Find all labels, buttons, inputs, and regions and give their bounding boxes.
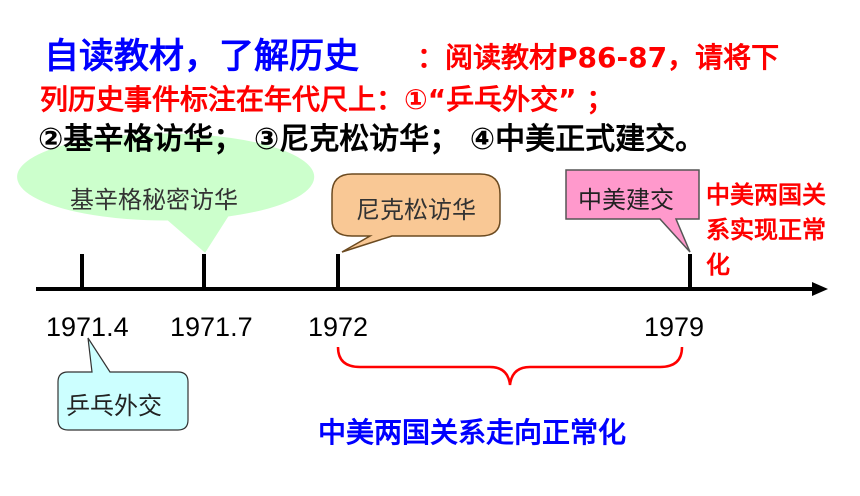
nixon-callout-text: 尼克松访华	[356, 196, 476, 224]
events-line: ②基辛格访华； ③尼克松访华； ④中美正式建交。	[38, 122, 706, 157]
year-label-1971-4: 1971.4	[46, 312, 129, 342]
establish-callout-shape	[565, 169, 700, 253]
nixon-callout-shape	[331, 173, 501, 253]
instruction-line-1: ：阅读教材P86-87，请将下	[417, 41, 780, 74]
kissinger-callout-text: 基辛格秘密访华	[70, 186, 238, 214]
normalization-note: 中美两国关系实现正常化	[706, 181, 826, 279]
kissinger-callout-shape	[17, 133, 315, 253]
axis-arrow-icon	[812, 282, 828, 296]
pingpong-callout-text: 乒乓外交	[66, 392, 162, 420]
summary-text: 中美两国关系走向正常化	[318, 416, 627, 449]
establish-callout-text: 中美建交	[578, 186, 674, 214]
pingpong-callout-shape	[57, 337, 189, 431]
instruction-line-2: 列历史事件标注在年代尺上：①“乒乓外交” ；	[40, 83, 615, 116]
year-label-1971-7: 1971.7	[170, 312, 253, 342]
year-label-1979: 1979	[644, 312, 705, 342]
year-label-1972: 1972	[308, 312, 369, 342]
page-title: 自读教材，了解历史	[44, 37, 360, 77]
period-brace	[336, 346, 684, 386]
